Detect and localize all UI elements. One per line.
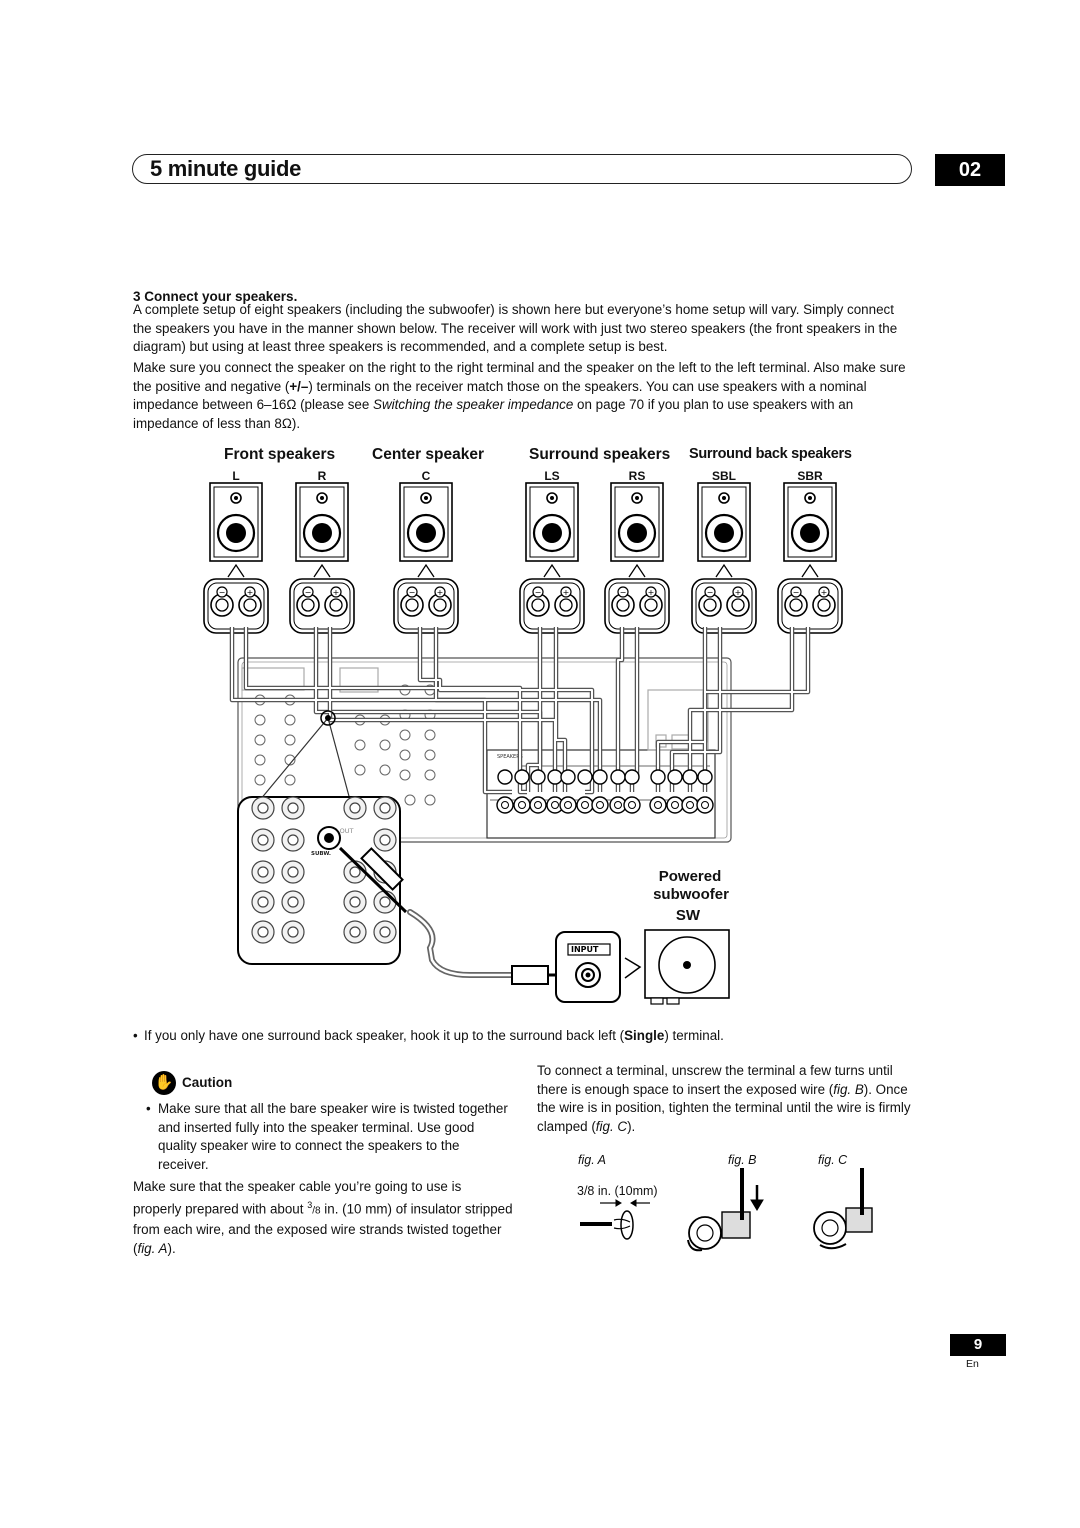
speakers-panel-label: SPEAKERS xyxy=(497,754,523,760)
terminal-c: −+ xyxy=(393,578,459,634)
intro-paragraph: A complete setup of eight speakers (incl… xyxy=(133,302,898,354)
terminal-l: −+ xyxy=(203,578,269,634)
speaker-l xyxy=(209,482,263,578)
subwoofer-label: subwoofer xyxy=(653,886,729,903)
page-number: 9 xyxy=(950,1334,1006,1356)
single-speaker-note: If you only have one surround back speak… xyxy=(133,1027,864,1045)
svg-text:+: + xyxy=(735,588,742,597)
speaker-sbr xyxy=(783,482,837,578)
terminal-sbl: −+ xyxy=(691,578,757,634)
fig-a-drawing xyxy=(580,1199,650,1240)
speaker-c xyxy=(399,482,453,578)
group-front-speakers: Front speakers xyxy=(224,446,336,463)
svg-text:−: − xyxy=(793,588,800,597)
terminal-connect-paragraph: To connect a terminal, unscrew the termi… xyxy=(537,1063,911,1134)
svg-text:−: − xyxy=(535,588,542,597)
chapter-number: 02 xyxy=(935,154,1005,186)
svg-text:−: − xyxy=(305,588,312,597)
fig-b-label: fig. B xyxy=(728,1153,757,1167)
input-label: INPUT xyxy=(571,945,599,954)
powered-label: Powered xyxy=(658,868,722,885)
subw-label: SUBW. xyxy=(311,851,331,857)
speaker-sbl xyxy=(697,482,751,578)
fig-c-label: fig. C xyxy=(818,1153,848,1167)
channel-label-sbr: SBR xyxy=(797,469,823,483)
svg-text:+: + xyxy=(333,588,340,597)
svg-text:+: + xyxy=(563,588,570,597)
svg-text:−: − xyxy=(707,588,714,597)
svg-text:−: − xyxy=(219,588,226,597)
fig-a-label: fig. A xyxy=(578,1153,607,1167)
speaker-ls xyxy=(525,482,579,578)
svg-text:+: + xyxy=(437,588,444,597)
receiver-jacks xyxy=(254,684,436,806)
speaker-r xyxy=(295,482,349,578)
fig-b-drawing xyxy=(687,1168,764,1252)
channel-label-sbl: SBL xyxy=(712,469,736,483)
terminal-sbr: −+ xyxy=(777,578,843,634)
svg-text:+: + xyxy=(648,588,655,597)
caution-item: Make sure that all the bare speaker wire… xyxy=(146,1100,510,1174)
channel-label-c: C xyxy=(421,469,431,483)
language-code: En xyxy=(966,1358,979,1370)
caution-hand-icon: ✋ xyxy=(152,1071,176,1095)
group-surround-back-speakers: Surround back speakers xyxy=(689,446,852,462)
sw-label: SW xyxy=(675,907,701,924)
svg-text:+: + xyxy=(821,588,828,597)
strip-length-label: 3/8 in. (10mm) xyxy=(577,1184,658,1198)
polarity-paragraph: Make sure you connect the speaker on the… xyxy=(133,360,906,431)
terminal-rs: −+ xyxy=(604,578,670,634)
terminal-r: −+ xyxy=(289,578,355,634)
svg-text:−: − xyxy=(409,588,416,597)
header-bar xyxy=(132,154,912,184)
group-surround-speakers: Surround speakers xyxy=(529,446,671,463)
svg-text:−: − xyxy=(620,588,627,597)
speaker-set xyxy=(209,482,837,578)
receiver-speaker-terminals xyxy=(496,769,714,814)
preout-jacks xyxy=(251,796,397,944)
caution-title: Caution xyxy=(182,1075,233,1090)
group-center-speaker: Center speaker xyxy=(372,446,485,463)
channel-label-l: L xyxy=(232,469,240,483)
speaker-wires-inner xyxy=(231,627,809,793)
fig-c-drawing xyxy=(813,1168,873,1250)
subwoofer xyxy=(555,929,730,1005)
section-title: 5 minute guide xyxy=(150,156,302,181)
channel-label-r: R xyxy=(317,469,327,483)
speaker-rs xyxy=(610,482,664,578)
speaker-terminal-set: −+−+−+−+−+−+−+ xyxy=(203,578,843,634)
step-title: 3 Connect your speakers. xyxy=(133,289,298,304)
cable-prep-paragraph: Make sure that the speaker cable you’re … xyxy=(133,1179,513,1257)
channel-label-ls: LS xyxy=(544,469,560,483)
terminal-ls: −+ xyxy=(519,578,585,634)
svg-text:+: + xyxy=(247,588,254,597)
pre-out-label: PRE OUT xyxy=(325,827,353,835)
channel-label-rs: RS xyxy=(628,469,646,483)
